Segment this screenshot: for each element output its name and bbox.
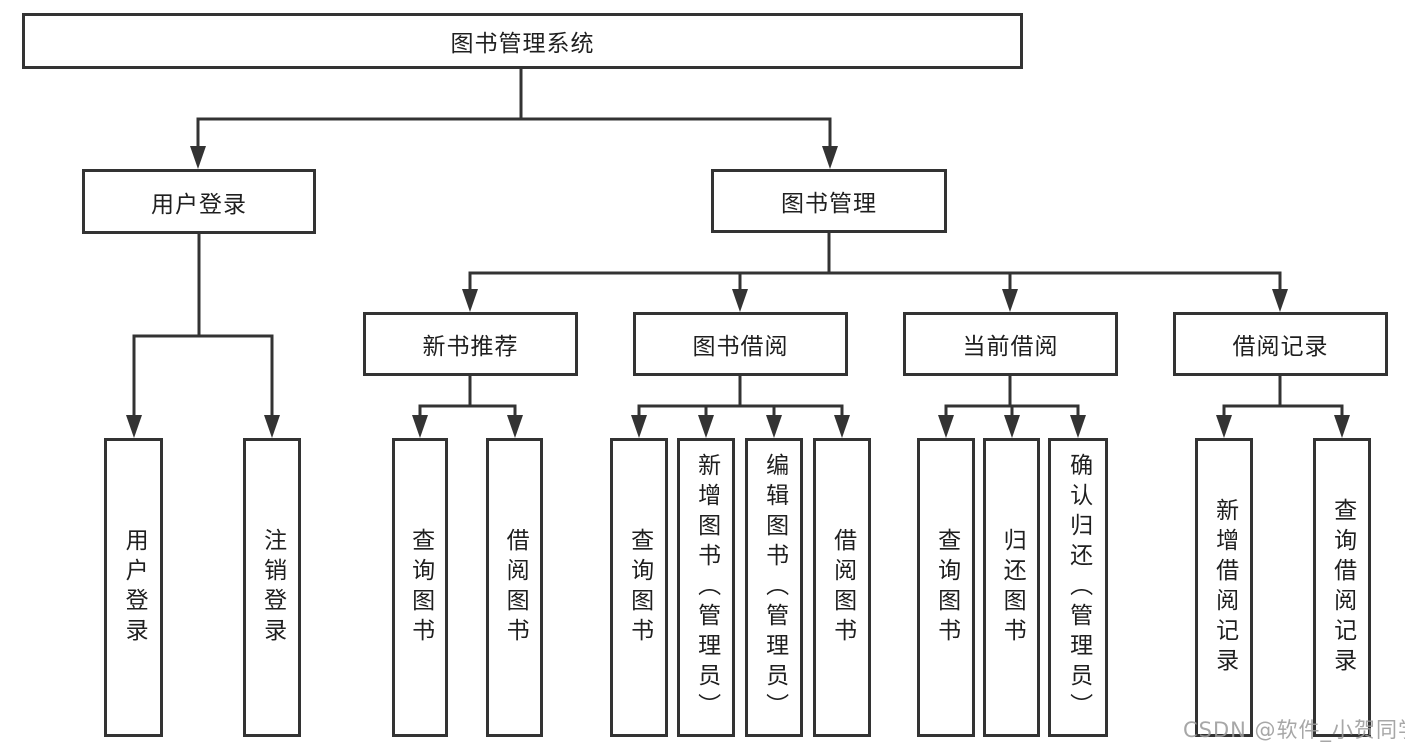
node-new-book-recommend: 新书推荐 bbox=[363, 312, 578, 376]
leaf-query-borrow-record: 查询借阅记录 bbox=[1313, 438, 1371, 737]
leaf-add-books-admin: 新增图书（管理员） bbox=[677, 438, 735, 737]
connector-book-borrow-to-leaves bbox=[631, 374, 850, 438]
connector-root-to-level2 bbox=[190, 67, 838, 169]
node-user-login: 用户登录 bbox=[82, 169, 316, 234]
connector-current-borrow-to-leaves bbox=[938, 374, 1086, 438]
leaf-return-books: 归还图书 bbox=[983, 438, 1040, 737]
leaf-borrow-books-recommend: 借阅图书 bbox=[486, 438, 543, 737]
connector-user-login-to-leaves bbox=[126, 232, 280, 438]
leaf-query-books-borrow: 查询图书 bbox=[610, 438, 668, 737]
leaf-add-borrow-record: 新增借阅记录 bbox=[1195, 438, 1253, 737]
leaf-logout: 注销登录 bbox=[243, 438, 301, 737]
node-book-borrow: 图书借阅 bbox=[633, 312, 848, 376]
node-library-management-system: 图书管理系统 bbox=[22, 13, 1023, 69]
node-borrow-records: 借阅记录 bbox=[1173, 312, 1388, 376]
watermark: CSDN @软件_小贺同学 bbox=[1183, 718, 1405, 742]
leaf-user-login: 用户登录 bbox=[104, 438, 163, 737]
node-current-borrow: 当前借阅 bbox=[903, 312, 1118, 376]
node-book-management: 图书管理 bbox=[711, 169, 947, 233]
leaf-borrow-books: 借阅图书 bbox=[813, 438, 871, 737]
connector-borrow-records-to-leaves bbox=[1216, 374, 1350, 438]
connector-book-management-to-level3 bbox=[462, 231, 1288, 312]
leaf-query-books-recommend: 查询图书 bbox=[392, 438, 448, 737]
leaf-query-books-current: 查询图书 bbox=[917, 438, 975, 737]
connector-new-book-recommend-to-leaves bbox=[412, 374, 523, 438]
leaf-edit-books-admin: 编辑图书（管理员） bbox=[745, 438, 803, 737]
leaf-confirm-return-admin: 确认归还（管理员） bbox=[1048, 438, 1108, 737]
